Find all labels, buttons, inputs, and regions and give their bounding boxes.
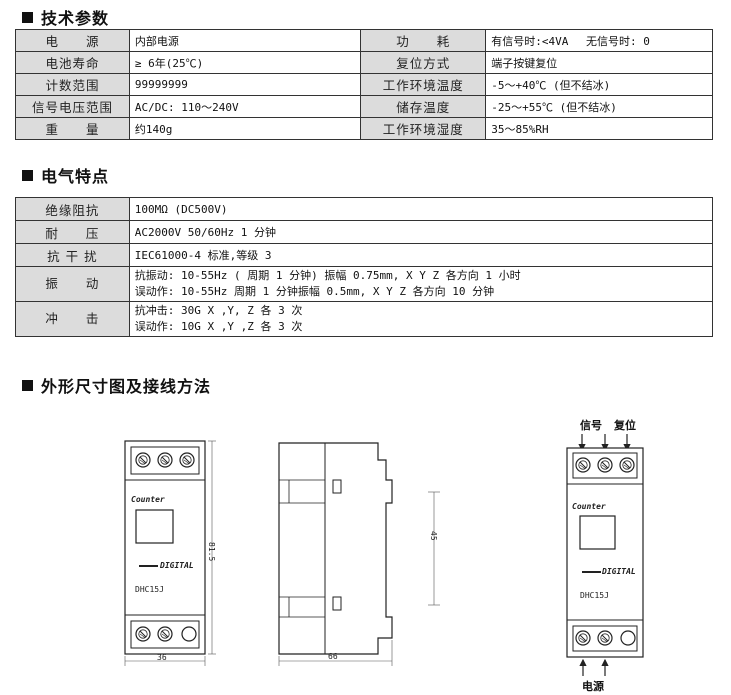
spec-label: 重 量 [15,117,130,140]
square-bullet-icon [22,11,33,23]
wiring-model: DHC15J [580,591,609,600]
label-reset: 复位 [613,418,636,432]
label-signal: 信号 [580,418,602,432]
electrical-label: 冲 击 [15,301,130,337]
front-view: Counter DIGITAL DHC15J 81.5 36 [124,440,216,666]
electrical-value: 抗冲击: 30G X ,Y, Z 各 3 次误动作: 10G X ,Y ,Z 各… [128,301,714,337]
reset-button-icon [620,630,636,646]
spec-label: 计数范围 [15,73,130,96]
electrical-value-line: 抗冲击: 30G X ,Y, Z 各 3 次 [134,304,303,317]
terminal-icon [135,452,151,468]
terminal-icon [157,626,173,642]
spec-value: ≥ 6年(25℃) [128,51,362,74]
spec-label: 电池寿命 [15,51,130,74]
terminal-icon [597,630,613,646]
reset-button-icon [181,626,197,642]
electrical-value: AC2000V 50/60Hz 1 分钟 [128,220,714,244]
front-logo: DIGITAL [159,561,194,570]
square-bullet-icon [22,379,33,391]
spec-label: 信号电压范围 [15,95,130,118]
electrical-row: 振 动抗振动: 10-55Hz ( 周期 1 分钟) 振幅 0.75mm, X … [15,266,714,302]
side-dim-rail: 45 [429,531,438,541]
electrical-label: 绝缘阻抗 [15,197,130,221]
spec-label: 储存温度 [360,95,487,118]
spec-value: 35～85%RH [485,117,713,140]
terminal-icon [157,452,173,468]
section-title-tech: 技术参数 [22,5,109,29]
terminal-icon [135,626,151,642]
electrical-row: 抗 干 扰 IEC61000-4 标准,等级 3 [15,243,714,267]
electrical-label: 抗 干 扰 [15,243,130,267]
spec-value: 约140g [128,117,362,140]
electrical-value-line: 100MΩ (DC500V) [134,202,228,216]
spec-value: 有信号时:<4VA 无信号时: 0 [485,29,713,52]
front-dim-height: 81.5 [207,542,216,561]
electrical-value-line: 误动作: 10G X ,Y ,Z 各 3 次 [134,320,303,333]
side-view: 45 66 [278,442,440,666]
electrical-value-line: 误动作: 10-55Hz 周期 1 分钟振幅 0.5mm, X Y Z 各方向 … [134,285,495,298]
electrical-row: 冲 击抗冲击: 30G X ,Y, Z 各 3 次误动作: 10G X ,Y ,… [15,301,714,337]
electrical-label: 振 动 [15,266,130,302]
electrical-value: 抗振动: 10-55Hz ( 周期 1 分钟) 振幅 0.75mm, X Y Z… [128,266,714,302]
tech-row: 电 源内部电源功 耗有信号时:<4VA 无信号时: 0 [15,29,713,52]
spec-value: 99999999 [128,73,362,96]
terminal-icon [619,457,635,473]
terminal-icon [179,452,195,468]
spec-value: 内部电源 [128,29,362,52]
terminal-icon [575,457,591,473]
front-model: DHC15J [135,585,164,594]
electrical-value-line: 抗振动: 10-55Hz ( 周期 1 分钟) 振幅 0.75mm, X Y Z… [134,269,521,282]
tech-row: 电池寿命≥ 6年(25℃)复位方式端子按键复位 [15,51,713,74]
front-brand: Counter [131,495,165,504]
front-dim-width: 36 [157,653,167,662]
electrical-value-line: IEC61000-4 标准,等级 3 [134,249,272,262]
spec-value: -25～+55℃ (但不结冰) [485,95,713,118]
section-title-dimension: 外形尺寸图及接线方法 [22,373,211,397]
electrical-value-line: AC2000V 50/60Hz 1 分钟 [134,226,276,239]
label-power: 电源 [582,679,604,693]
wiring-view: 信号 复位 Counter DIGITAL DHC15J 电源 [566,418,644,693]
side-dim-depth: 66 [328,652,338,661]
terminal-icon [597,457,613,473]
spec-label: 功 耗 [360,29,487,52]
wiring-logo: DIGITAL [601,567,636,576]
electrical-value: IEC61000-4 标准,等级 3 [128,243,714,267]
spec-label: 复位方式 [360,51,487,74]
spec-value: 端子按键复位 [485,51,713,74]
square-bullet-icon [22,169,33,181]
spec-label: 工作环境湿度 [360,117,487,140]
section-title-electrical: 电气特点 [22,163,109,187]
spec-value: -5～+40℃ (但不结冰) [485,73,713,96]
wiring-brand: Counter [572,502,606,511]
spec-label: 工作环境温度 [360,73,487,96]
terminal-icon [575,630,591,646]
spec-value: AC/DC: 110～240V [128,95,362,118]
